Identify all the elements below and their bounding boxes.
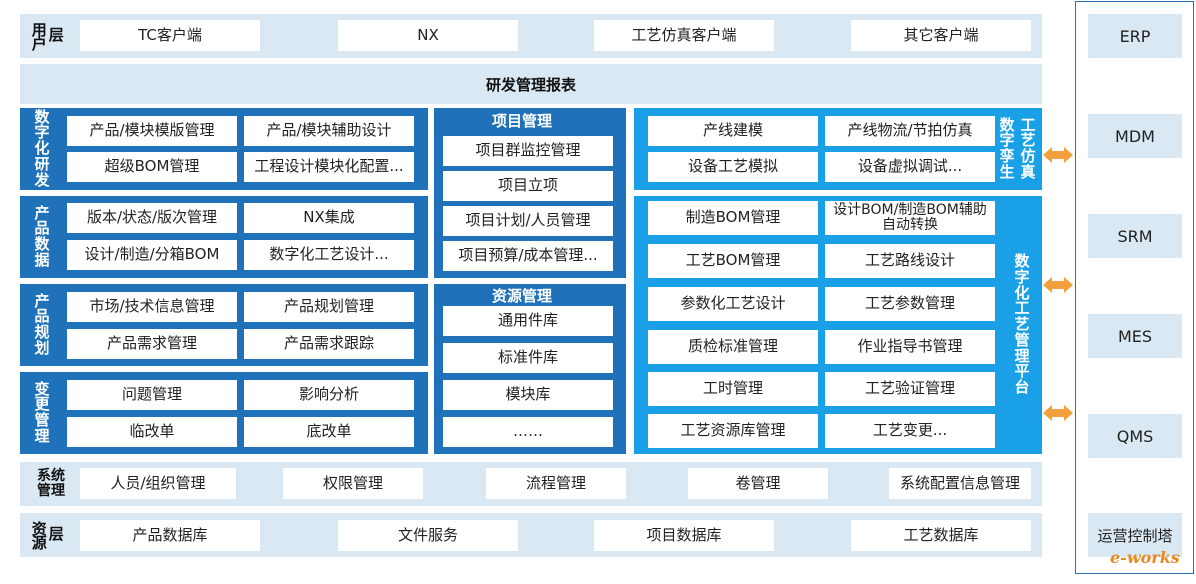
product-planning-label: 产品规划: [34, 291, 50, 357]
process-platform-item-8: 作业指导书管理: [825, 330, 995, 364]
project-mgmt-item-2: 项目立项: [443, 171, 613, 201]
process-platform-item-6: 工艺参数管理: [825, 287, 995, 321]
process-sim-item-4: 设备虚拟调试...: [825, 152, 995, 182]
product-data-label: 产品数据: [34, 203, 50, 269]
change-mgmt-label: 变更管理: [34, 379, 50, 445]
change-mgmt-item-4: 底改单: [244, 417, 414, 447]
change-mgmt-item-2: 影响分析: [244, 380, 414, 410]
process-sim-item-1: 产线建模: [648, 116, 818, 146]
sys-mgmt-item-2: 权限管理: [283, 468, 423, 499]
product-data-item-4: 数字化工艺设计...: [244, 240, 414, 270]
process-platform-label: 数字化工艺管理平台: [1014, 252, 1030, 397]
product-data-item-2: NX集成: [244, 203, 414, 233]
sys-mgmt-item-4: 卷管理: [688, 468, 828, 499]
change-mgmt-item-1: 问题管理: [67, 380, 237, 410]
external-system-mdm: MDM: [1088, 114, 1182, 158]
resource-layer-label: 资源 层: [30, 518, 74, 552]
process-platform-item-9: 工时管理: [648, 372, 818, 406]
digital-rd-item-1: 产品/模块模版管理: [67, 116, 237, 146]
user-client-process-sim: 工艺仿真客户端: [594, 20, 774, 51]
resource-mgmt-title: 资源管理: [491, 287, 552, 305]
external-system-qms: QMS: [1088, 414, 1182, 458]
double-arrow-icon: [1043, 405, 1073, 421]
product-data-item-3: 设计/制造/分箱BOM: [67, 240, 237, 270]
digital-rd-item-2: 产品/模块辅助设计: [244, 116, 414, 146]
digital-rd-label: 数字化研发: [34, 107, 50, 189]
process-platform-item-3: 工艺BOM管理: [648, 244, 818, 278]
external-systems-frame: [1075, 1, 1194, 574]
sys-mgmt-item-5: 系统配置信息管理: [889, 468, 1031, 499]
digital-rd-item-3: 超级BOM管理: [67, 152, 237, 182]
project-mgmt-item-3: 项目计划/人员管理: [443, 206, 613, 236]
external-system-erp: ERP: [1088, 14, 1182, 58]
resource-mgmt-item-3: 模块库: [443, 380, 613, 410]
process-platform-item-12: 工艺变更...: [825, 414, 995, 448]
resource-mgmt-item-2: 标准件库: [443, 343, 613, 373]
process-platform-item-10: 工艺验证管理: [825, 372, 995, 406]
sys-mgmt-label: 系统 管理: [28, 466, 74, 502]
product-planning-item-3: 产品需求管理: [67, 329, 237, 359]
resource-mgmt-item-1: 通用件库: [443, 306, 613, 336]
product-planning-item-2: 产品规划管理: [244, 292, 414, 322]
resource-db-product: 产品数据库: [80, 520, 260, 551]
process-platform-item-1: 制造BOM管理: [648, 201, 818, 235]
process-platform-item-11: 工艺资源库管理: [648, 414, 818, 448]
sys-mgmt-label-1: 系统: [37, 468, 65, 485]
resource-layer-label-1: 资源: [29, 521, 48, 549]
resource-file-service: 文件服务: [338, 520, 518, 551]
resource-db-project: 项目数据库: [594, 520, 774, 551]
watermark-logo: e-works: [1110, 548, 1180, 567]
resource-mgmt-item-4: ……: [443, 417, 613, 447]
process-platform-panel: [634, 196, 1042, 454]
resource-db-process: 工艺数据库: [851, 520, 1031, 551]
double-arrow-icon: [1043, 277, 1073, 293]
external-system-control-tower: 运营控制塔: [1088, 513, 1182, 557]
sys-mgmt-item-1: 人员/组织管理: [80, 468, 236, 499]
process-platform-item-7: 质检标准管理: [648, 330, 818, 364]
resource-layer-label-2: 层: [48, 525, 64, 544]
process-sim-item-3: 设备工艺模拟: [648, 152, 818, 182]
external-system-srm: SRM: [1088, 214, 1182, 258]
external-system-mes: MES: [1088, 314, 1182, 358]
user-layer-label-2: 层: [48, 26, 64, 45]
user-layer-label: 用户 层: [30, 19, 74, 53]
change-mgmt-item-3: 临改单: [67, 417, 237, 447]
project-mgmt-item-4: 项目预算/成本管理...: [443, 241, 613, 271]
product-planning-item-4: 产品需求跟踪: [244, 329, 414, 359]
double-arrow-icon: [1043, 147, 1073, 163]
process-sim-label-b: 工艺仿真: [1020, 115, 1036, 181]
user-client-other: 其它客户端: [851, 20, 1031, 51]
sys-mgmt-label-2: 管理: [37, 483, 65, 499]
user-client-nx: NX: [338, 20, 518, 51]
report-band: 研发管理报表: [20, 64, 1042, 104]
project-mgmt-title: 项目管理: [491, 112, 552, 130]
process-platform-item-4: 工艺路线设计: [825, 244, 995, 278]
product-data-item-1: 版本/状态/版次管理: [67, 203, 237, 233]
user-layer-label-1: 用户: [29, 22, 48, 50]
user-client-tc: TC客户端: [80, 20, 260, 51]
process-sim-label-a: 数字孪生: [999, 115, 1015, 181]
report-label: 研发管理报表: [485, 75, 576, 94]
digital-rd-item-4: 工程设计模块化配置...: [244, 152, 414, 182]
product-planning-item-1: 市场/技术信息管理: [67, 292, 237, 322]
sys-mgmt-item-3: 流程管理: [486, 468, 626, 499]
process-sim-item-2: 产线物流/节拍仿真: [825, 116, 995, 146]
project-mgmt-item-1: 项目群监控管理: [443, 136, 613, 166]
process-platform-item-2: 设计BOM/制造BOM辅助自动转换: [825, 201, 995, 235]
process-platform-item-5: 参数化工艺设计: [648, 287, 818, 321]
